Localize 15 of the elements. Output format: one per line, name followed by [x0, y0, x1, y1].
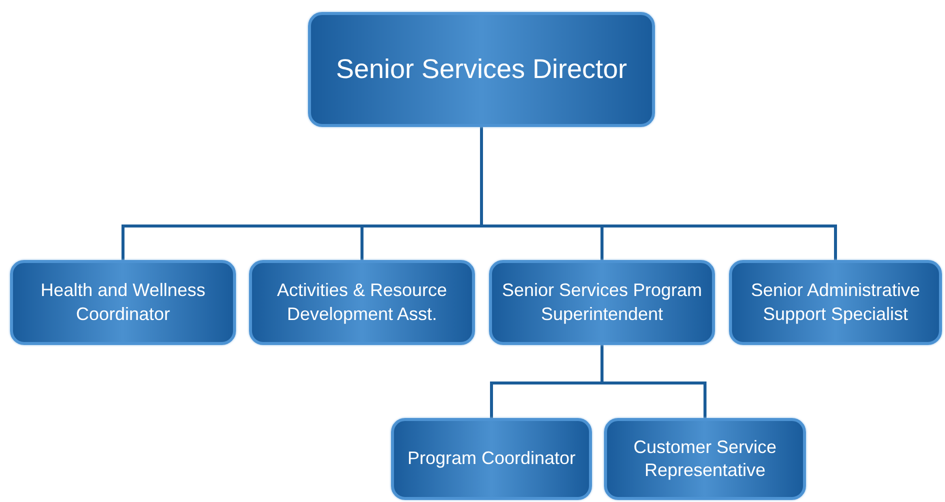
- role-title: Health and Wellness Coordinator: [40, 279, 206, 326]
- role-box: [604, 418, 806, 500]
- role-box: [10, 260, 236, 345]
- role-title: Senior Services Director: [334, 52, 628, 86]
- role-box: [729, 260, 942, 345]
- role-box: [308, 12, 655, 127]
- role-box: [249, 260, 475, 345]
- role-box: [391, 418, 592, 500]
- role-title: Program Coordinator: [406, 447, 577, 470]
- connector-line: [600, 345, 706, 418]
- role-title: Senior Administrative Support Specialist: [750, 279, 922, 326]
- role-title: Customer Service Representative: [632, 436, 778, 482]
- role-box: [489, 260, 715, 345]
- role-title: Activities & Resource Development Asst.: [276, 279, 448, 326]
- role-title: Senior Services Program Superintendent: [500, 279, 704, 326]
